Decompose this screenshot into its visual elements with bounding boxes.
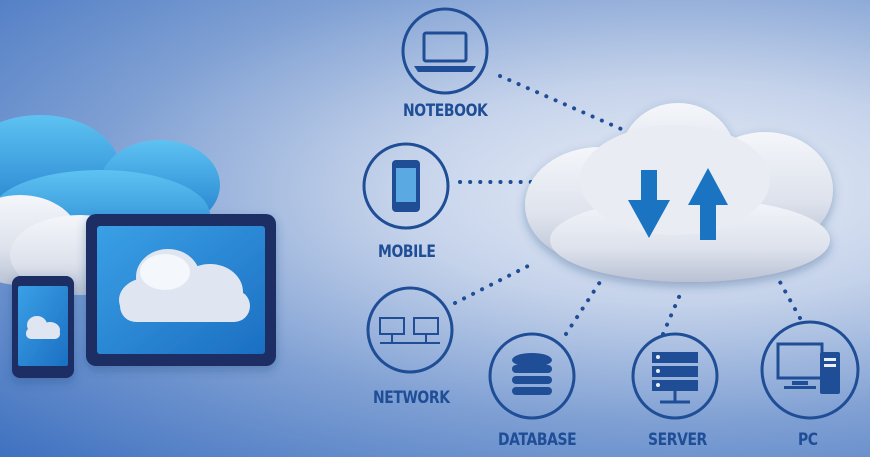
tablet-device: [86, 214, 276, 366]
node-server: [631, 332, 719, 420]
server-icon: [652, 352, 698, 404]
central-cloud: [525, 103, 833, 282]
pc-label: PC: [798, 430, 818, 450]
database-label: DATABASE: [498, 430, 577, 450]
node-pc: [760, 320, 860, 420]
connector-server: [661, 288, 684, 336]
server-label: SERVER: [648, 430, 707, 450]
connector-database: [564, 280, 602, 336]
connector-network: [453, 263, 532, 305]
network-label: NETWORK: [373, 388, 450, 408]
tablet-cloud-icon: [119, 249, 250, 322]
upload-arrow-icon: [688, 168, 728, 240]
laptop-icon: [414, 31, 476, 72]
node-notebook: [401, 7, 489, 95]
mobile-label: MOBILE: [378, 242, 436, 262]
smartphone-icon: [392, 160, 420, 212]
download-arrow-icon: [628, 170, 670, 238]
node-database: [488, 332, 576, 420]
node-mobile: [362, 142, 450, 230]
connector-pc: [778, 280, 802, 320]
connector-notebook: [498, 74, 630, 134]
network-icon: [379, 317, 440, 344]
phone-device: [12, 276, 74, 378]
notebook-label: NOTEBOOK: [403, 101, 488, 121]
phone-cloud-icon: [26, 316, 60, 339]
database-icon: [512, 353, 552, 395]
connector-lines: [453, 74, 802, 336]
node-network: [366, 286, 454, 374]
desktop-pc-icon: [776, 342, 840, 394]
